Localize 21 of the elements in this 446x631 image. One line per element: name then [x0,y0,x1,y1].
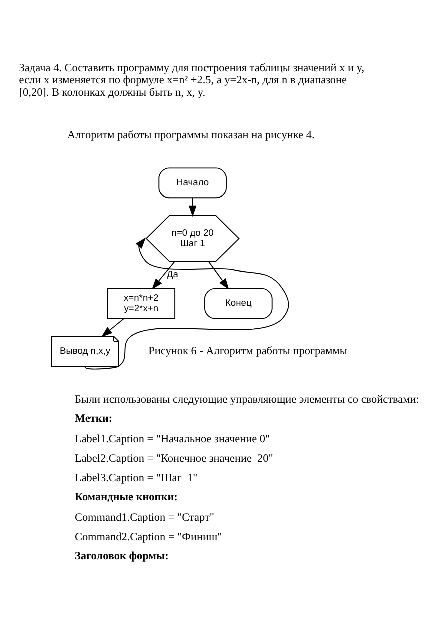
label: Задача 4. Составить программу для построения таблицы значений x и y, если x изменяется по формуле x=n² +2.5, а y=2x-n, для n в диапазоне [0,20]. В колонках должны быть n, x, y. [19,62,365,99]
label: Command1.Caption = "Старт" [74,512,214,524]
label: Label1.Caption = "Начальное значение 0" [74,433,270,446]
label: Были использованы следующие управляющие элементы со свойствами: [74,394,420,406]
arrow [101,318,124,338]
label: Заголовок формы: [74,550,169,562]
node-box: x=n*n+2 y=2*x+n [107,288,176,320]
node-box: Конец [204,288,273,320]
arrow [84,238,290,370]
arrow [208,261,230,290]
label: Алгоритм работы программы показан на рисунке 4. [67,129,315,142]
label: Метки: [74,412,113,425]
label: Command2.Caption = "Финиш" [74,532,222,544]
arrow [152,261,176,290]
edge-label: Да [166,270,178,280]
label: Label2.Caption = "Конечное значение 20" [74,452,274,465]
arrow [188,198,197,218]
label: Командные кнопки: [74,491,178,504]
caption: Рисунок 6 - Алгоритм работы программы [148,345,348,358]
label: Label3.Caption = "Шаг 1" [74,472,198,485]
node-box: Начало [158,168,227,199]
